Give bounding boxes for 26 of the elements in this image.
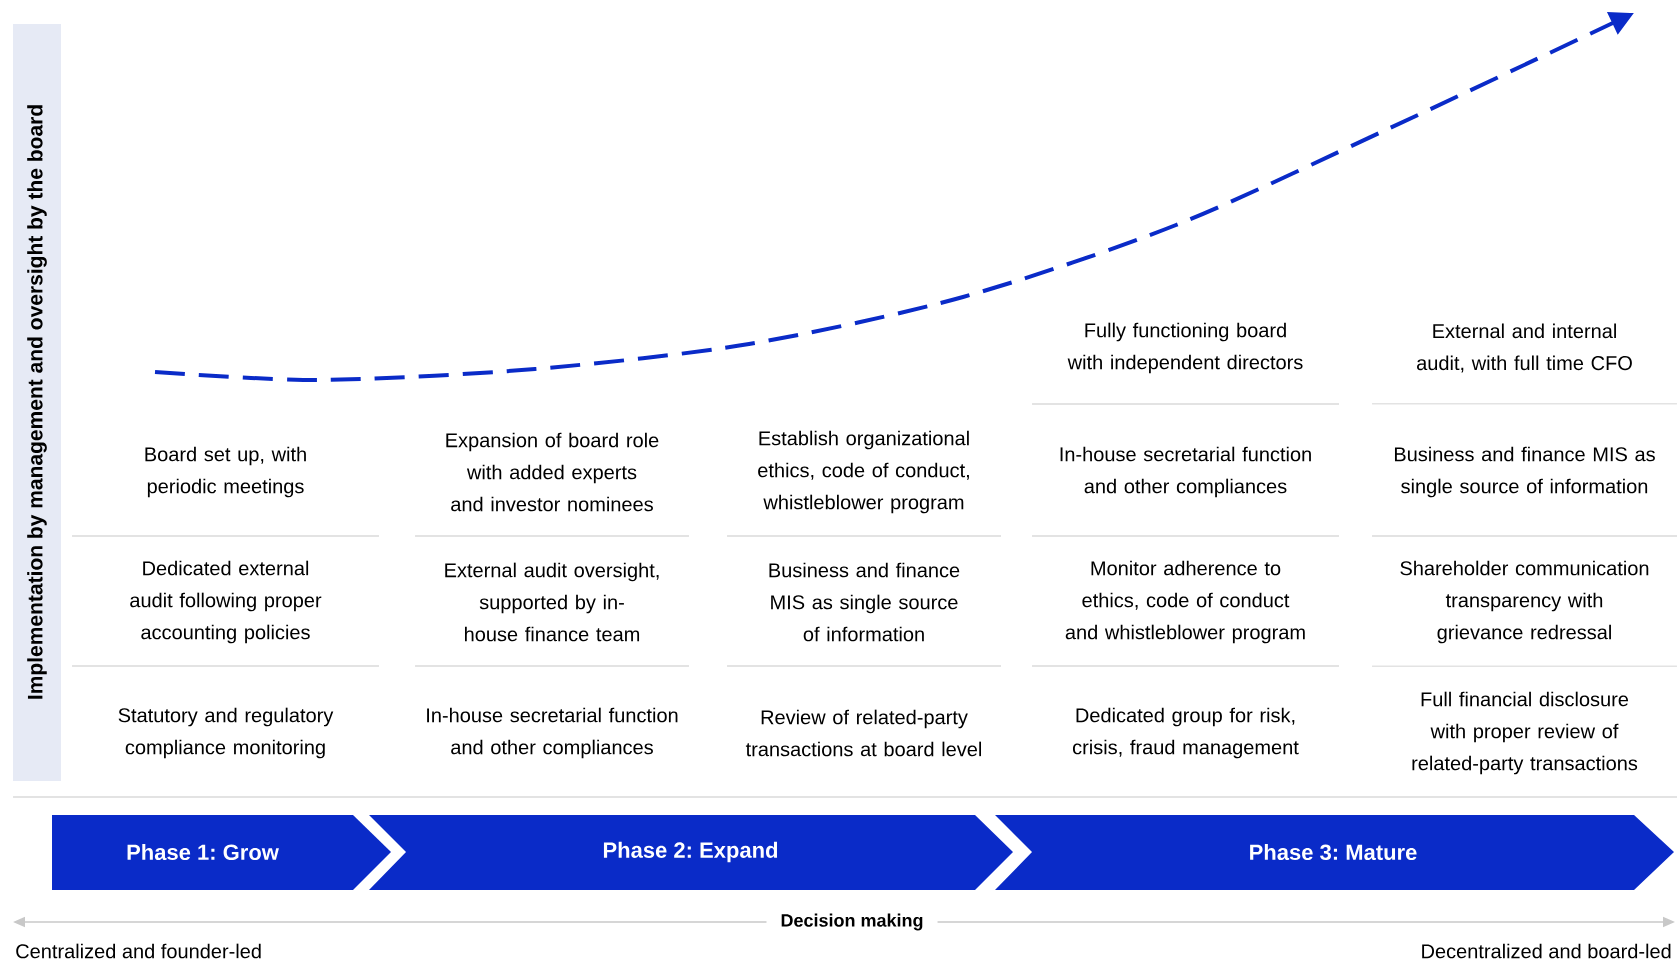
cell-text: Expansion of board role with added experts and investor nominees — [446, 432, 659, 512]
cell-text: In-house secretarial function and other compliances — [427, 707, 678, 759]
cell-text: Full financial disclosure with proper review of related-party transactions — [1412, 691, 1638, 775]
axis-end-label: Decentralized and board-led — [1422, 943, 1671, 959]
axis-end-label: Centralized and founder-led — [16, 943, 261, 959]
cell-text: In-house secretarial function and other compliances — [1060, 446, 1311, 498]
cell-text: Dedicated external audit following proper accounting policies — [130, 560, 322, 644]
cell-text: Fully functioning board with independent directors — [1067, 322, 1303, 374]
cell-text: Board set up, with periodic meetings — [145, 446, 306, 498]
phase-banner: Phase 2: Expand — [369, 815, 1013, 890]
phase-banner: Phase 3: Mature — [995, 815, 1674, 890]
cell-text: Business and finance MIS as single source of information — [769, 562, 960, 642]
cell-text: Statutory and regulatory compliance monitoring — [118, 707, 334, 759]
cell-text: Dedicated group for risk, crisis, fraud management — [1073, 707, 1299, 759]
phase-banner: Phase 1: Grow — [52, 815, 391, 890]
cell-text: Business and finance MIS as single source of information — [1395, 446, 1655, 498]
cell-text: External audit oversight, supported by in-house finance team — [445, 562, 659, 642]
cell-text: External and internal audit, with full time CFO — [1417, 323, 1632, 373]
node-label: Phase 2: Expand — [603, 841, 778, 863]
cell-text: Monitor adherence to ethics, code of conduct and whistleblower program — [1065, 560, 1305, 644]
node-label: Phase 1: Grow — [127, 843, 279, 861]
cell-text: Shareholder communication transparency with grievance redressal — [1400, 560, 1649, 644]
axis-band: Implementation by management and oversight by the board — [13, 24, 61, 781]
cell-text: Review of related-party transactions at board level — [745, 709, 981, 757]
cell-text: Establish organizational ethics, code of conduct, whistleblower program — [758, 430, 969, 514]
axis-label: Decision making — [766, 910, 938, 934]
